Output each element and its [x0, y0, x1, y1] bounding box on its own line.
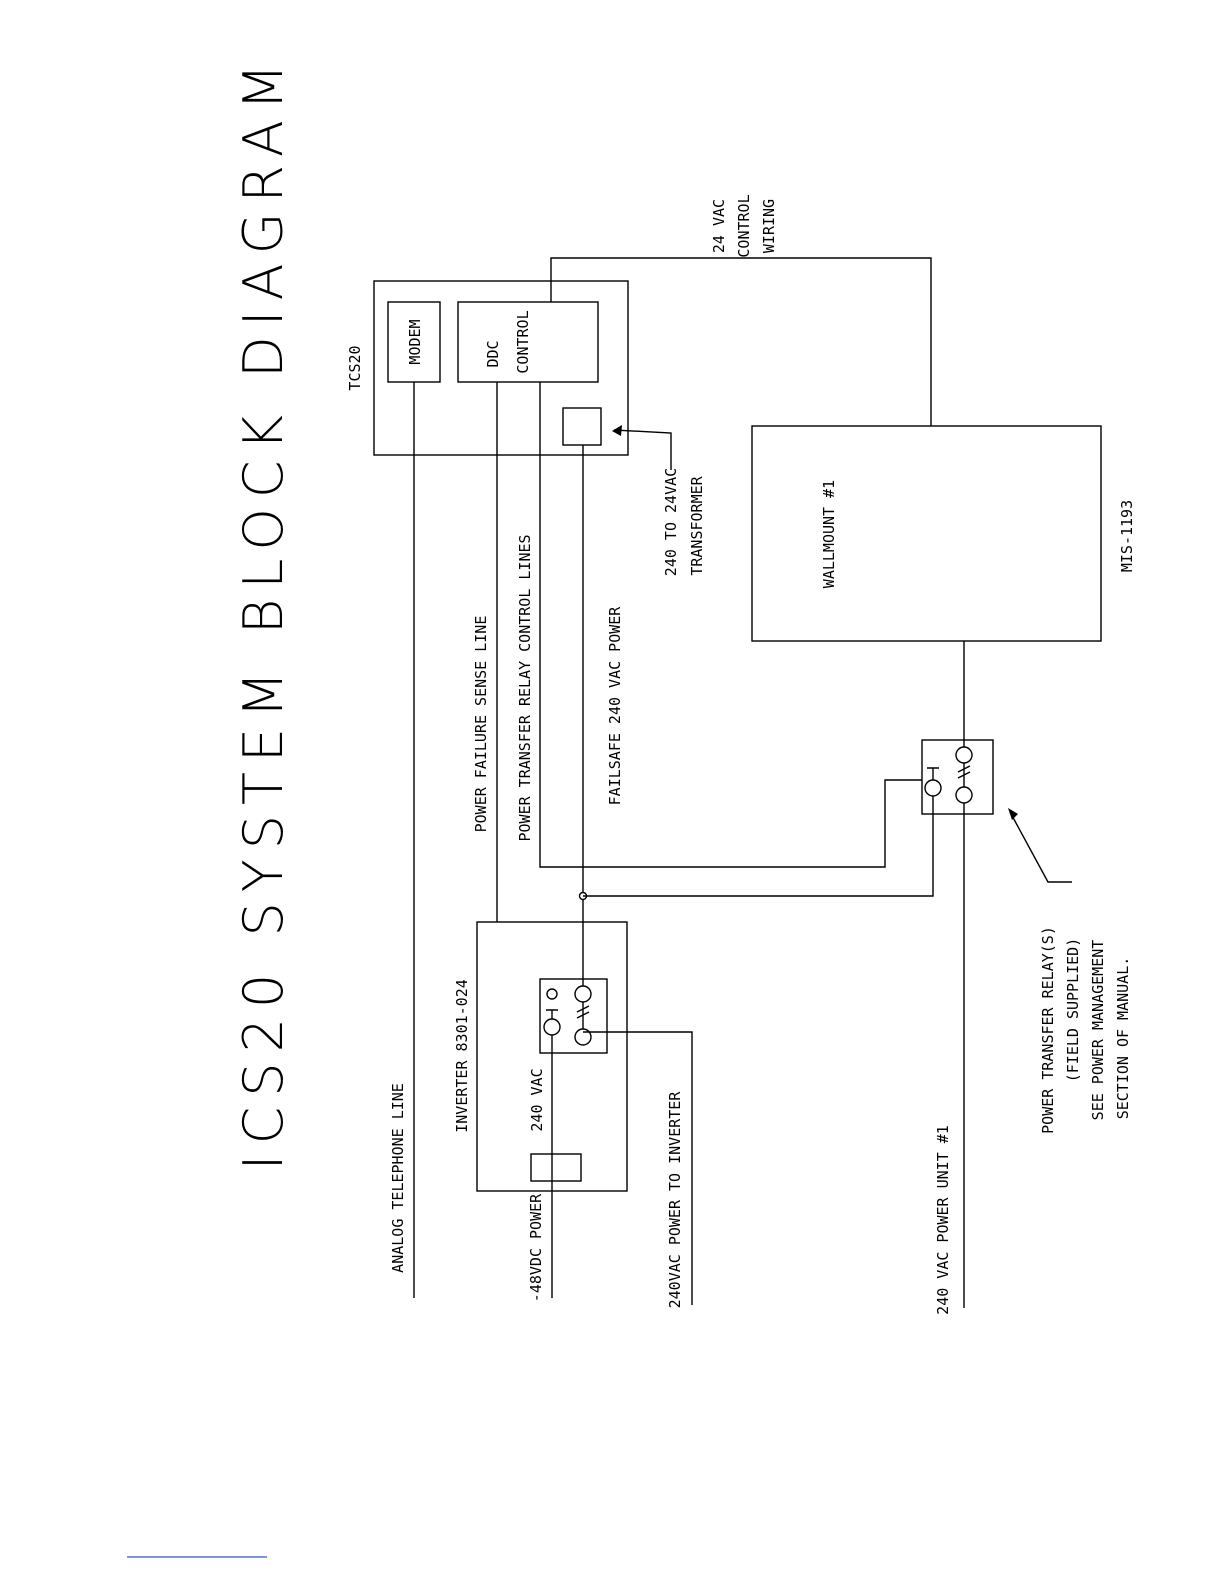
inverter-voltage-label: 240 VAC: [528, 1068, 546, 1131]
failsafe-label: FAILSAFE 240 VAC POWER: [606, 606, 624, 806]
relay-note-1: POWER TRANSFER RELAY(S): [1039, 926, 1057, 1134]
transformer-callout-arrow: [612, 425, 622, 436]
ac-to-inverter-wire: [583, 1031, 693, 1305]
drawing-number: MIS-1193: [1118, 500, 1136, 572]
relay-callout-arrow: [1008, 808, 1018, 820]
ddc-label-line1: DDC: [484, 340, 502, 367]
inverter-module: [530, 1153, 582, 1182]
inverter-relay-contact-nc: [543, 1018, 561, 1036]
inverter-relay-contact-aux: [546, 988, 558, 1000]
relay-note-2: (FIELD SUPPLIED): [1064, 938, 1082, 1083]
control-wiring-label-1: 24 VAC: [710, 199, 728, 253]
relay-control-wire: [539, 382, 922, 868]
ddc-label-line2: CONTROL: [514, 310, 532, 373]
control-wiring-label-3: WIRING: [760, 199, 778, 253]
tcs20-label: TCS20: [346, 345, 364, 390]
relay-note-3: SEE POWER MANAGEMENT: [1089, 940, 1107, 1121]
ac-power-unit-label: 240 VAC POWER UNIT #1: [934, 1125, 952, 1315]
wallmount-label: WALLMOUNT #1: [820, 480, 838, 588]
inverter-label: INVERTER 8301-024: [453, 979, 471, 1133]
transformer-label-1: 240 TO 24VAC: [662, 468, 680, 576]
modem-label: MODEM: [406, 319, 424, 364]
transformer-label-2: TRANSFORMER: [688, 475, 706, 575]
analog-telephone-label: ANALOG TELEPHONE LINE: [389, 1083, 407, 1273]
failsafe-to-relay-wire: [583, 796, 934, 897]
diagram-title: ICS20 SYSTEM BLOCK DIAGRAM: [232, 54, 295, 1171]
modem-block: [387, 301, 441, 383]
ptr-contact-2: [955, 746, 973, 764]
ddc-control-block: [457, 301, 599, 383]
control-wiring-label-2: CONTROL: [735, 194, 753, 257]
control-wiring-wire: [550, 257, 932, 426]
inverter-relay-switch: [546, 1002, 590, 1029]
transformer-block: [562, 407, 602, 446]
dc-power-label: -48VDC POWER: [527, 1193, 545, 1302]
power-failure-sense-label: POWER FAILURE SENSE LINE: [472, 616, 490, 833]
ptr-contact-3: [955, 786, 973, 804]
relay-control-label: POWER TRANSFER RELAY CONTROL LINES: [516, 534, 534, 841]
wallmount-block: [751, 425, 1102, 642]
ac-to-inverter-label: 240VAC POWER TO INVERTER: [666, 1091, 684, 1309]
transformer-callout-leader: [613, 429, 672, 470]
ptr-switch: [927, 763, 971, 787]
relay-callout-leader: [1009, 811, 1072, 883]
ptr-contact-1: [924, 779, 942, 797]
relay-note-4: SECTION OF MANUAL.: [1114, 957, 1132, 1120]
inverter-relay-contact-com: [574, 985, 592, 1003]
